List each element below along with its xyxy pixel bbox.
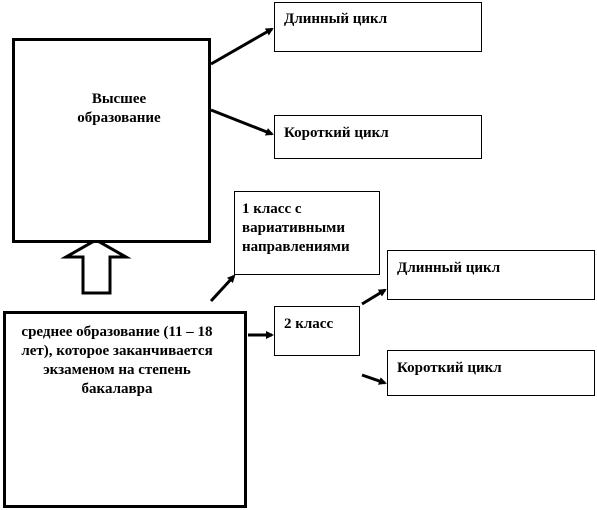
hollow-up-arrow <box>60 238 132 295</box>
class-2-box <box>274 306 360 356</box>
top-short-cycle-box <box>274 115 482 159</box>
bottom-short-cycle-label: Короткий цикл <box>397 360 502 376</box>
secondary-education-label: среднее образование (11 – 18 лет), котор… <box>21 324 213 397</box>
arrow-to-top-long-cycle <box>210 27 274 66</box>
secondary-education-box <box>3 311 247 508</box>
arrow-to-class-1 <box>209 274 236 303</box>
higher-education-box <box>12 38 211 243</box>
class-1-label: 1 класс с вариативными направлениями <box>242 201 350 255</box>
bottom-long-cycle-label: Длинный цикл <box>397 260 501 276</box>
bottom-long-cycle-box <box>387 250 595 300</box>
arrow-to-top-short-cycle <box>210 108 274 136</box>
higher-education-label: Высшее образование <box>77 91 161 126</box>
class-2-label: 2 класс <box>284 316 334 332</box>
top-short-cycle-label: Короткий цикл <box>284 125 389 141</box>
bottom-short-cycle-box <box>387 350 595 396</box>
arrow-to-bottom-short-cycle <box>361 373 387 385</box>
top-long-cycle-box <box>274 2 482 52</box>
arrow-to-bottom-long-cycle <box>361 288 387 306</box>
top-long-cycle-label: Длинный цикл <box>284 11 388 27</box>
class-1-box <box>234 191 380 275</box>
